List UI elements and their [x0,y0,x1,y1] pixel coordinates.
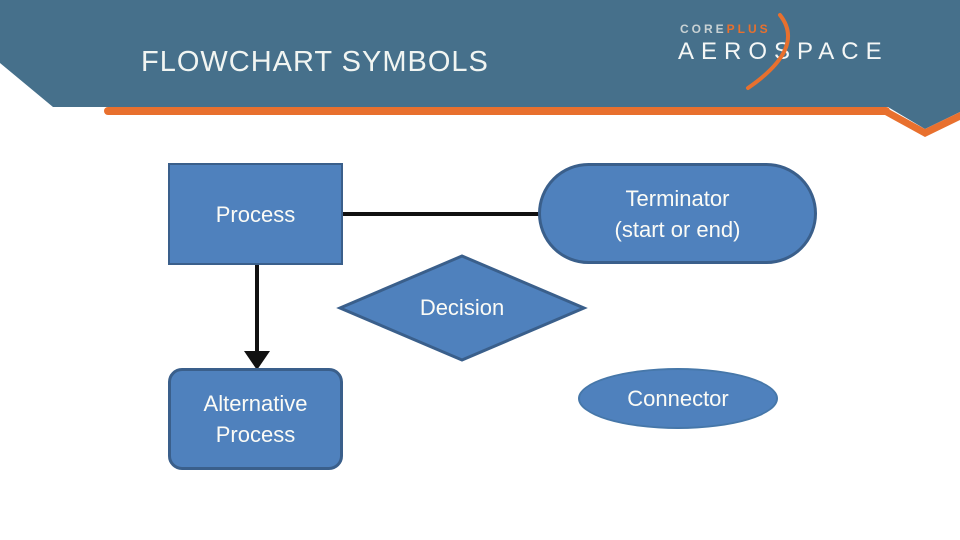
header-banner-shape [0,0,960,129]
terminator-label-line2: (start or end) [614,216,741,242]
alternative-process-label-line1: Alternative [203,391,308,416]
header-banner [0,0,960,137]
arrow-head-icon [244,351,270,370]
page-title: FLOWCHART SYMBOLS [141,46,489,78]
terminator-shape: Terminator (start or end) [538,163,817,264]
decision-label: Decision [419,295,505,320]
terminator-label-line1: Terminator [625,185,730,211]
process-label: Process [215,201,296,227]
decision-shape [336,254,588,362]
process-shape: Process [168,163,343,265]
accent-bar [104,107,890,115]
alternative-process-shape: Alternative Process [168,368,343,470]
connector-line-vertical [255,265,259,355]
logo-plus-label: PLUS [726,22,771,36]
logo: COREPLUS AEROSPACE [678,22,938,66]
logo-aerospace-label: AEROSPACE [678,38,889,65]
alternative-process-label-line2: Process [215,422,296,447]
logo-core-label: CORE [680,22,727,36]
connector-line-horizontal [343,212,545,216]
accent-chevron [885,107,960,137]
connector-shape: Connector [578,368,778,429]
logo-line1: COREPLUS [678,22,938,36]
connector-label: Connector [627,386,729,411]
